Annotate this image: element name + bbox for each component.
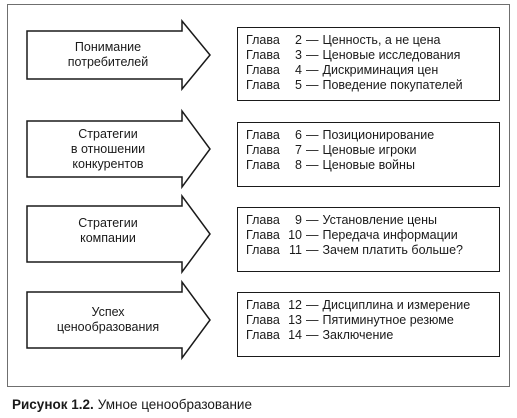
- arrow-label-line: Успех: [91, 305, 125, 319]
- chapter-number: 10: [288, 228, 302, 242]
- chapter-word: Глава: [246, 78, 280, 92]
- chapter-dash: —: [306, 78, 319, 92]
- chapter-item: Глава 12 —Дисциплина и измерение: [246, 298, 499, 313]
- chapter-word: Глава: [246, 48, 280, 62]
- arrow-shape: [26, 18, 211, 92]
- chapter-title: Ценовые исследования: [322, 48, 461, 62]
- chapter-item: Глава 10 —Передача информации: [246, 228, 499, 243]
- chapter-title: Дискриминация цен: [322, 63, 439, 77]
- chapter-word: Глава: [246, 213, 280, 227]
- chapter-item: Глава 11 —Зачем платить больше?: [246, 243, 499, 258]
- chapter-number: 7: [295, 143, 302, 157]
- chapter-dash: —: [306, 328, 319, 342]
- chapter-title: Ценовые игроки: [322, 143, 417, 157]
- chapter-dash: —: [306, 48, 319, 62]
- chapter-item: Глава 3 —Ценовые исследования: [246, 48, 499, 63]
- arrow-label: Понимание потребителей: [30, 40, 186, 70]
- chapter-item: Глава 2 —Ценность, а не цена: [246, 33, 499, 48]
- chapter-dash: —: [306, 298, 319, 312]
- chapter-title: Установление цены: [322, 213, 438, 227]
- arrow-shape: [26, 108, 211, 190]
- chapter-title: Передача информации: [322, 228, 458, 242]
- chapter-word: Глава: [246, 143, 280, 157]
- figure-frame: [7, 4, 510, 387]
- arrow-shape: [26, 193, 211, 275]
- arrow-label-line: ценообразования: [56, 320, 160, 334]
- chapter-title: Поведение покупателей: [322, 78, 463, 92]
- chapter-title: Зачем платить больше?: [322, 243, 464, 257]
- chapter-item: Глава 4 —Дискриминация цен: [246, 63, 499, 78]
- chapter-item: Глава 14 —Заключение: [246, 328, 499, 343]
- chapter-number: 9: [295, 213, 302, 227]
- chapter-dash: —: [306, 158, 319, 172]
- chapter-dash: —: [306, 143, 319, 157]
- arrow-label-line: потребителей: [67, 55, 149, 69]
- chapter-word: Глава: [246, 243, 280, 257]
- chapter-word: Глава: [246, 128, 280, 142]
- chapter-title: Заключение: [322, 328, 394, 342]
- arrow-label: Стратегии компании: [30, 216, 186, 246]
- chapter-number: 6: [295, 128, 302, 142]
- chapter-word: Глава: [246, 158, 280, 172]
- chapter-title: Пятиминутное резюме: [322, 313, 454, 327]
- arrow-label-line: Понимание: [74, 40, 142, 54]
- chapter-title: Дисциплина и измерение: [322, 298, 471, 312]
- chapter-dash: —: [306, 243, 319, 257]
- arrow-label-line: Стратегии: [78, 127, 138, 141]
- chapter-title: Ценность, а не цена: [322, 33, 441, 47]
- chapter-dash: —: [306, 213, 319, 227]
- arrow-label: Успех ценообразования: [30, 305, 186, 335]
- arrow-label-line: Стратегии: [78, 216, 138, 230]
- chapter-number: 12: [288, 298, 302, 312]
- chapter-dash: —: [306, 33, 319, 47]
- chapter-dash: —: [306, 128, 319, 142]
- chapter-item: Глава 7 —Ценовые игроки: [246, 143, 499, 158]
- chapter-dash: —: [306, 228, 319, 242]
- chapter-number: 2: [295, 33, 302, 47]
- chapter-number: 11: [289, 243, 302, 257]
- arrow-label: Стратегии в отношении конкурентов: [30, 127, 186, 172]
- chapter-word: Глава: [246, 228, 280, 242]
- chapter-word: Глава: [246, 313, 280, 327]
- chapter-item: Глава 5 —Поведение покупателей: [246, 78, 499, 93]
- caption-text: Умное ценообразование: [97, 397, 252, 412]
- chapter-number: 8: [295, 158, 302, 172]
- chapter-word: Глава: [246, 328, 280, 342]
- chapter-dash: —: [306, 63, 319, 77]
- figure-caption: Рисунок 1.2.Умное ценообразование: [12, 397, 252, 413]
- arrow-label-line: в отношении: [70, 142, 146, 156]
- chapter-number: 3: [295, 48, 302, 62]
- chapter-item: Глава 9 —Установление цены: [246, 213, 499, 228]
- chapter-word: Глава: [246, 33, 280, 47]
- arrow-label-line: компании: [80, 231, 136, 245]
- chapter-number: 14: [288, 328, 302, 342]
- chapter-word: Глава: [246, 298, 280, 312]
- chapter-number: 4: [295, 63, 302, 77]
- caption-label: Рисунок 1.2.: [12, 397, 94, 412]
- chapter-dash: —: [306, 313, 319, 327]
- arrow-label-line: конкурентов: [72, 157, 144, 171]
- chapter-item: Глава 6 —Позиционирование: [246, 128, 499, 143]
- chapter-word: Глава: [246, 63, 280, 77]
- chapter-number: 5: [295, 78, 302, 92]
- chapter-number: 13: [288, 313, 302, 327]
- chapter-title: Ценовые войны: [322, 158, 415, 172]
- arrow-shape: [26, 279, 211, 361]
- chapter-item: Глава 8 —Ценовые войны: [246, 158, 499, 173]
- chapter-item: Глава 13 —Пятиминутное резюме: [246, 313, 499, 328]
- chapter-title: Позиционирование: [322, 128, 435, 142]
